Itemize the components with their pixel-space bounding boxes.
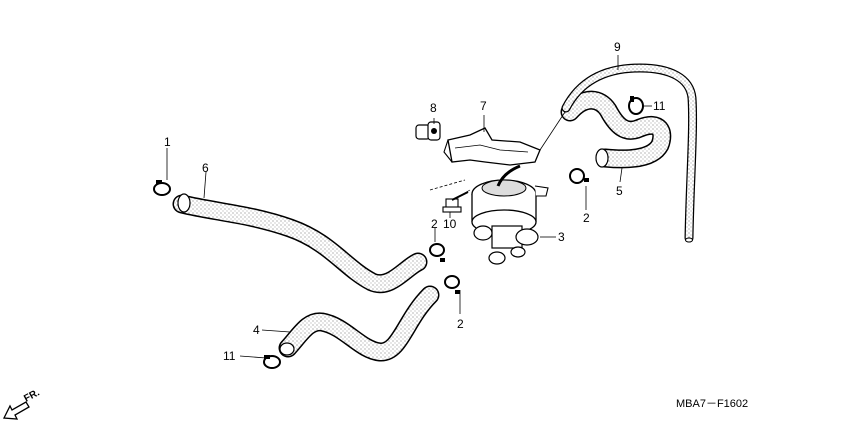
guide-line bbox=[429, 179, 466, 191]
guide-line bbox=[539, 111, 566, 151]
label-part-6: 6 bbox=[202, 161, 209, 175]
hose-5 bbox=[560, 90, 672, 169]
label-part-1: 1 bbox=[164, 135, 171, 149]
leader-lines bbox=[166, 55, 652, 359]
clip-1 bbox=[153, 180, 171, 196]
bracket-7 bbox=[443, 127, 541, 166]
hose-4 bbox=[278, 285, 440, 362]
clip-11-upper bbox=[628, 96, 644, 115]
label-part-2-middle: 2 bbox=[431, 217, 438, 231]
bolt-10 bbox=[442, 189, 471, 213]
hose-6 bbox=[172, 193, 428, 294]
valve-3 bbox=[471, 164, 549, 265]
clip-2-lower bbox=[444, 275, 460, 294]
label-part-11-upper: 11 bbox=[653, 99, 666, 113]
label-part-9: 9 bbox=[614, 40, 621, 54]
label-part-2-lower: 2 bbox=[457, 317, 464, 331]
clip-2-middle bbox=[429, 243, 445, 262]
hose-9 bbox=[561, 63, 698, 243]
label-part-7: 7 bbox=[480, 99, 487, 113]
figure-code: MBA7－F1602 bbox=[676, 398, 748, 410]
front-direction-arrow bbox=[2, 401, 30, 420]
label-part-10: 10 bbox=[443, 217, 457, 231]
label-part-8: 8 bbox=[430, 101, 437, 115]
label-part-11-lower: 11 bbox=[223, 349, 236, 363]
clip-2-right bbox=[569, 168, 589, 184]
clip-11-lower bbox=[263, 355, 281, 369]
label-part-3: 3 bbox=[558, 230, 565, 244]
label-part-5: 5 bbox=[616, 184, 623, 198]
label-part-2-right: 2 bbox=[583, 211, 590, 225]
label-part-4: 4 bbox=[253, 323, 260, 337]
front-direction-label: FR. bbox=[22, 387, 42, 404]
nut-8 bbox=[415, 121, 441, 141]
